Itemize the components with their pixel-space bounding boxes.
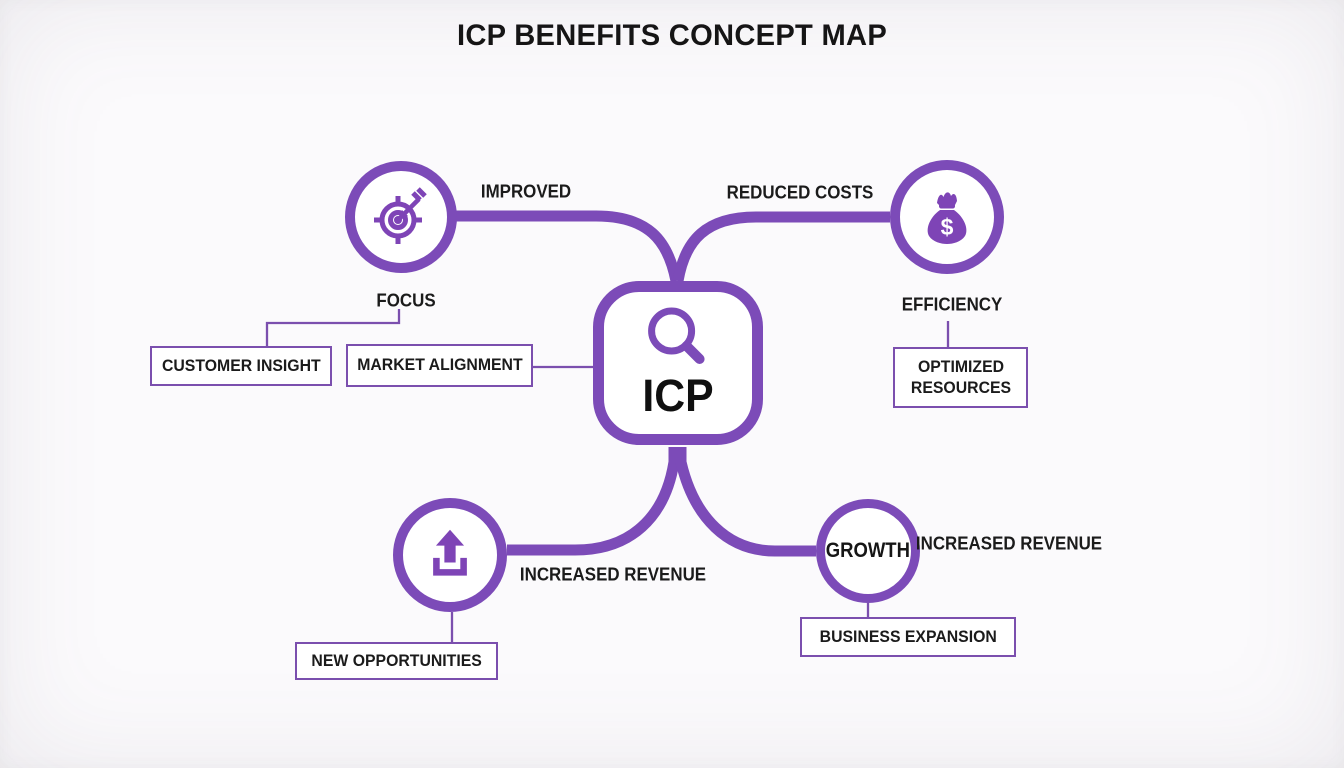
box-customer-insight: CUSTOMER INSIGHT [150, 346, 332, 386]
box-business-expansion-label: BUSINESS EXPANSION [819, 626, 997, 646]
page-title: ICP BENEFITS CONCEPT MAP [456, 19, 888, 52]
box-customer-insight-label: CUSTOMER INSIGHT [161, 355, 321, 375]
node-label-efficiency: EFFICIENCY [901, 294, 1003, 315]
growth-node-label: GROWTH [825, 539, 911, 562]
edge-label-reduced-costs: REDUCED COSTS [726, 182, 874, 203]
edge-label-increased-revenue-left: INCREASED REVENUE [519, 564, 707, 585]
box-new-opportunities-label: NEW OPPORTUNITIES [311, 650, 482, 670]
connector-efficiency-to-icp [672, 211, 890, 282]
target-dart-icon [374, 187, 427, 244]
opportunities-circle-node [393, 498, 507, 612]
focus-circle-node [345, 161, 457, 273]
money-bag-icon: $ [927, 192, 967, 244]
icp-node-label: ICP [642, 370, 714, 421]
dollar-symbol: $ [941, 214, 954, 240]
box-new-opportunities: NEW OPPORTUNITIES [295, 642, 498, 680]
line-focus-to-customer-insight [265, 309, 401, 346]
box-market-alignment-label: MARKET ALIGNMENT [356, 355, 523, 375]
central-icp-node: ICP [593, 281, 763, 445]
edge-label-improved: IMPROVED [480, 181, 572, 202]
growth-circle-node: GROWTH [816, 499, 920, 603]
box-optimized-resources-label: OPTIMIZED RESOURCES [910, 357, 1011, 397]
connector-opportunities-to-icp [507, 447, 680, 556]
box-optimized-resources: OPTIMIZED RESOURCES [893, 347, 1028, 408]
box-market-alignment: MARKET ALIGNMENT [346, 344, 533, 387]
node-label-focus: FOCUS [376, 290, 436, 311]
efficiency-circle-node: $ [890, 160, 1004, 274]
connector-focus-to-icp [456, 210, 682, 283]
connector-growth-to-icp [675, 447, 816, 557]
edge-label-increased-revenue-right: INCREASED REVENUE [915, 533, 1103, 554]
upload-icon [433, 529, 467, 576]
search-icon [648, 307, 705, 364]
box-business-expansion: BUSINESS EXPANSION [800, 617, 1016, 657]
